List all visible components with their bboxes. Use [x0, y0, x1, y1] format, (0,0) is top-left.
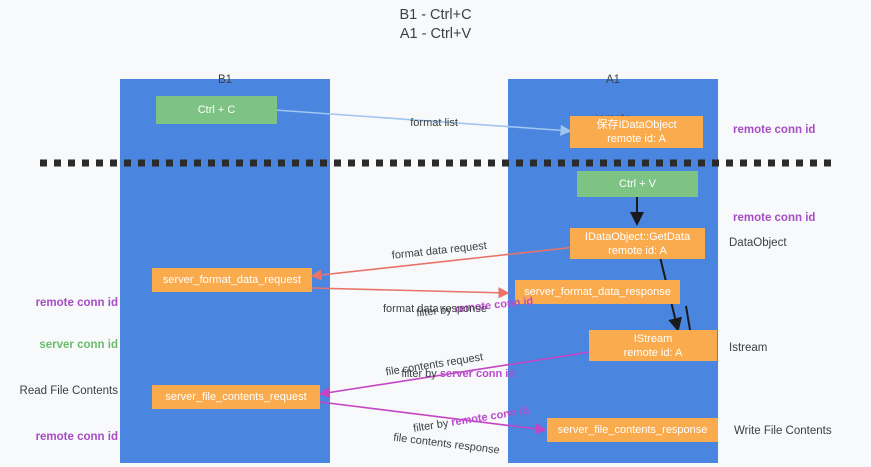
side-label-remote-conn-id-left-bottom: remote conn id	[35, 431, 118, 443]
node-ctrl-c[interactable]: Ctrl + C	[156, 96, 277, 124]
node-ctrl-v[interactable]: Ctrl + V	[577, 171, 698, 197]
column-header-b1-name: B1	[217, 74, 233, 86]
edge-label-format-data-response-line1: format data response	[383, 303, 487, 315]
node-server-format-data-response[interactable]: server_format_data_response	[515, 280, 680, 304]
node-server-file-contents-request[interactable]: server_file_contents_request	[152, 385, 320, 409]
node-idataobject-getdata[interactable]: IDataObject::GetData remote id: A	[570, 228, 705, 259]
side-label-remote-conn-id-left-mid: remote conn id	[35, 297, 118, 309]
node-server-format-data-request[interactable]: server_format_data_request	[152, 268, 312, 292]
side-label-dataobject: DataObject	[729, 237, 787, 249]
edge-label-format-data-request-line1: format data request	[391, 239, 488, 262]
side-label-conn-ids-mid: remote conn id server conn id	[0, 268, 118, 380]
edge-label-file-contents-request-line1: file contents request	[384, 351, 484, 379]
edge-filter-key: server conn id	[439, 368, 516, 380]
side-label-read-file-contents: Read File Contents	[19, 385, 118, 397]
column-header-a1-name: A1	[605, 74, 621, 86]
edge-label-format-data-response: format data response filter by server co…	[383, 272, 515, 427]
node-istream[interactable]: IStream remote id: A	[589, 330, 717, 361]
edge-label-format-data-response-line2: filter by server conn id	[383, 352, 515, 397]
side-label-remote-conn-id-mid: remote conn id	[733, 212, 816, 224]
side-label-remote-conn-id-top: remote conn id	[733, 124, 816, 136]
edge-label-format-list-text: format list	[410, 117, 458, 129]
side-label-write-file-contents: Write File Contents	[734, 425, 832, 437]
edge-label-file-contents-response-line1: file contents response	[392, 431, 501, 457]
side-label-conn-ids-bottom: remote conn id server conn id	[0, 402, 118, 467]
node-server-file-contents-response[interactable]: server_file_contents_response	[547, 418, 718, 442]
page-title: B1 - Ctrl+C A1 - Ctrl+V	[399, 7, 472, 42]
side-label-server-conn-id-left-mid: server conn id	[39, 339, 118, 351]
edge-label-format-list: format list	[398, 101, 458, 146]
side-label-istream: Istream	[729, 342, 768, 354]
node-save-idataobject[interactable]: 保存IDataObject remote id: A	[570, 116, 703, 148]
edge-filter-prefix: filter by	[401, 368, 440, 380]
